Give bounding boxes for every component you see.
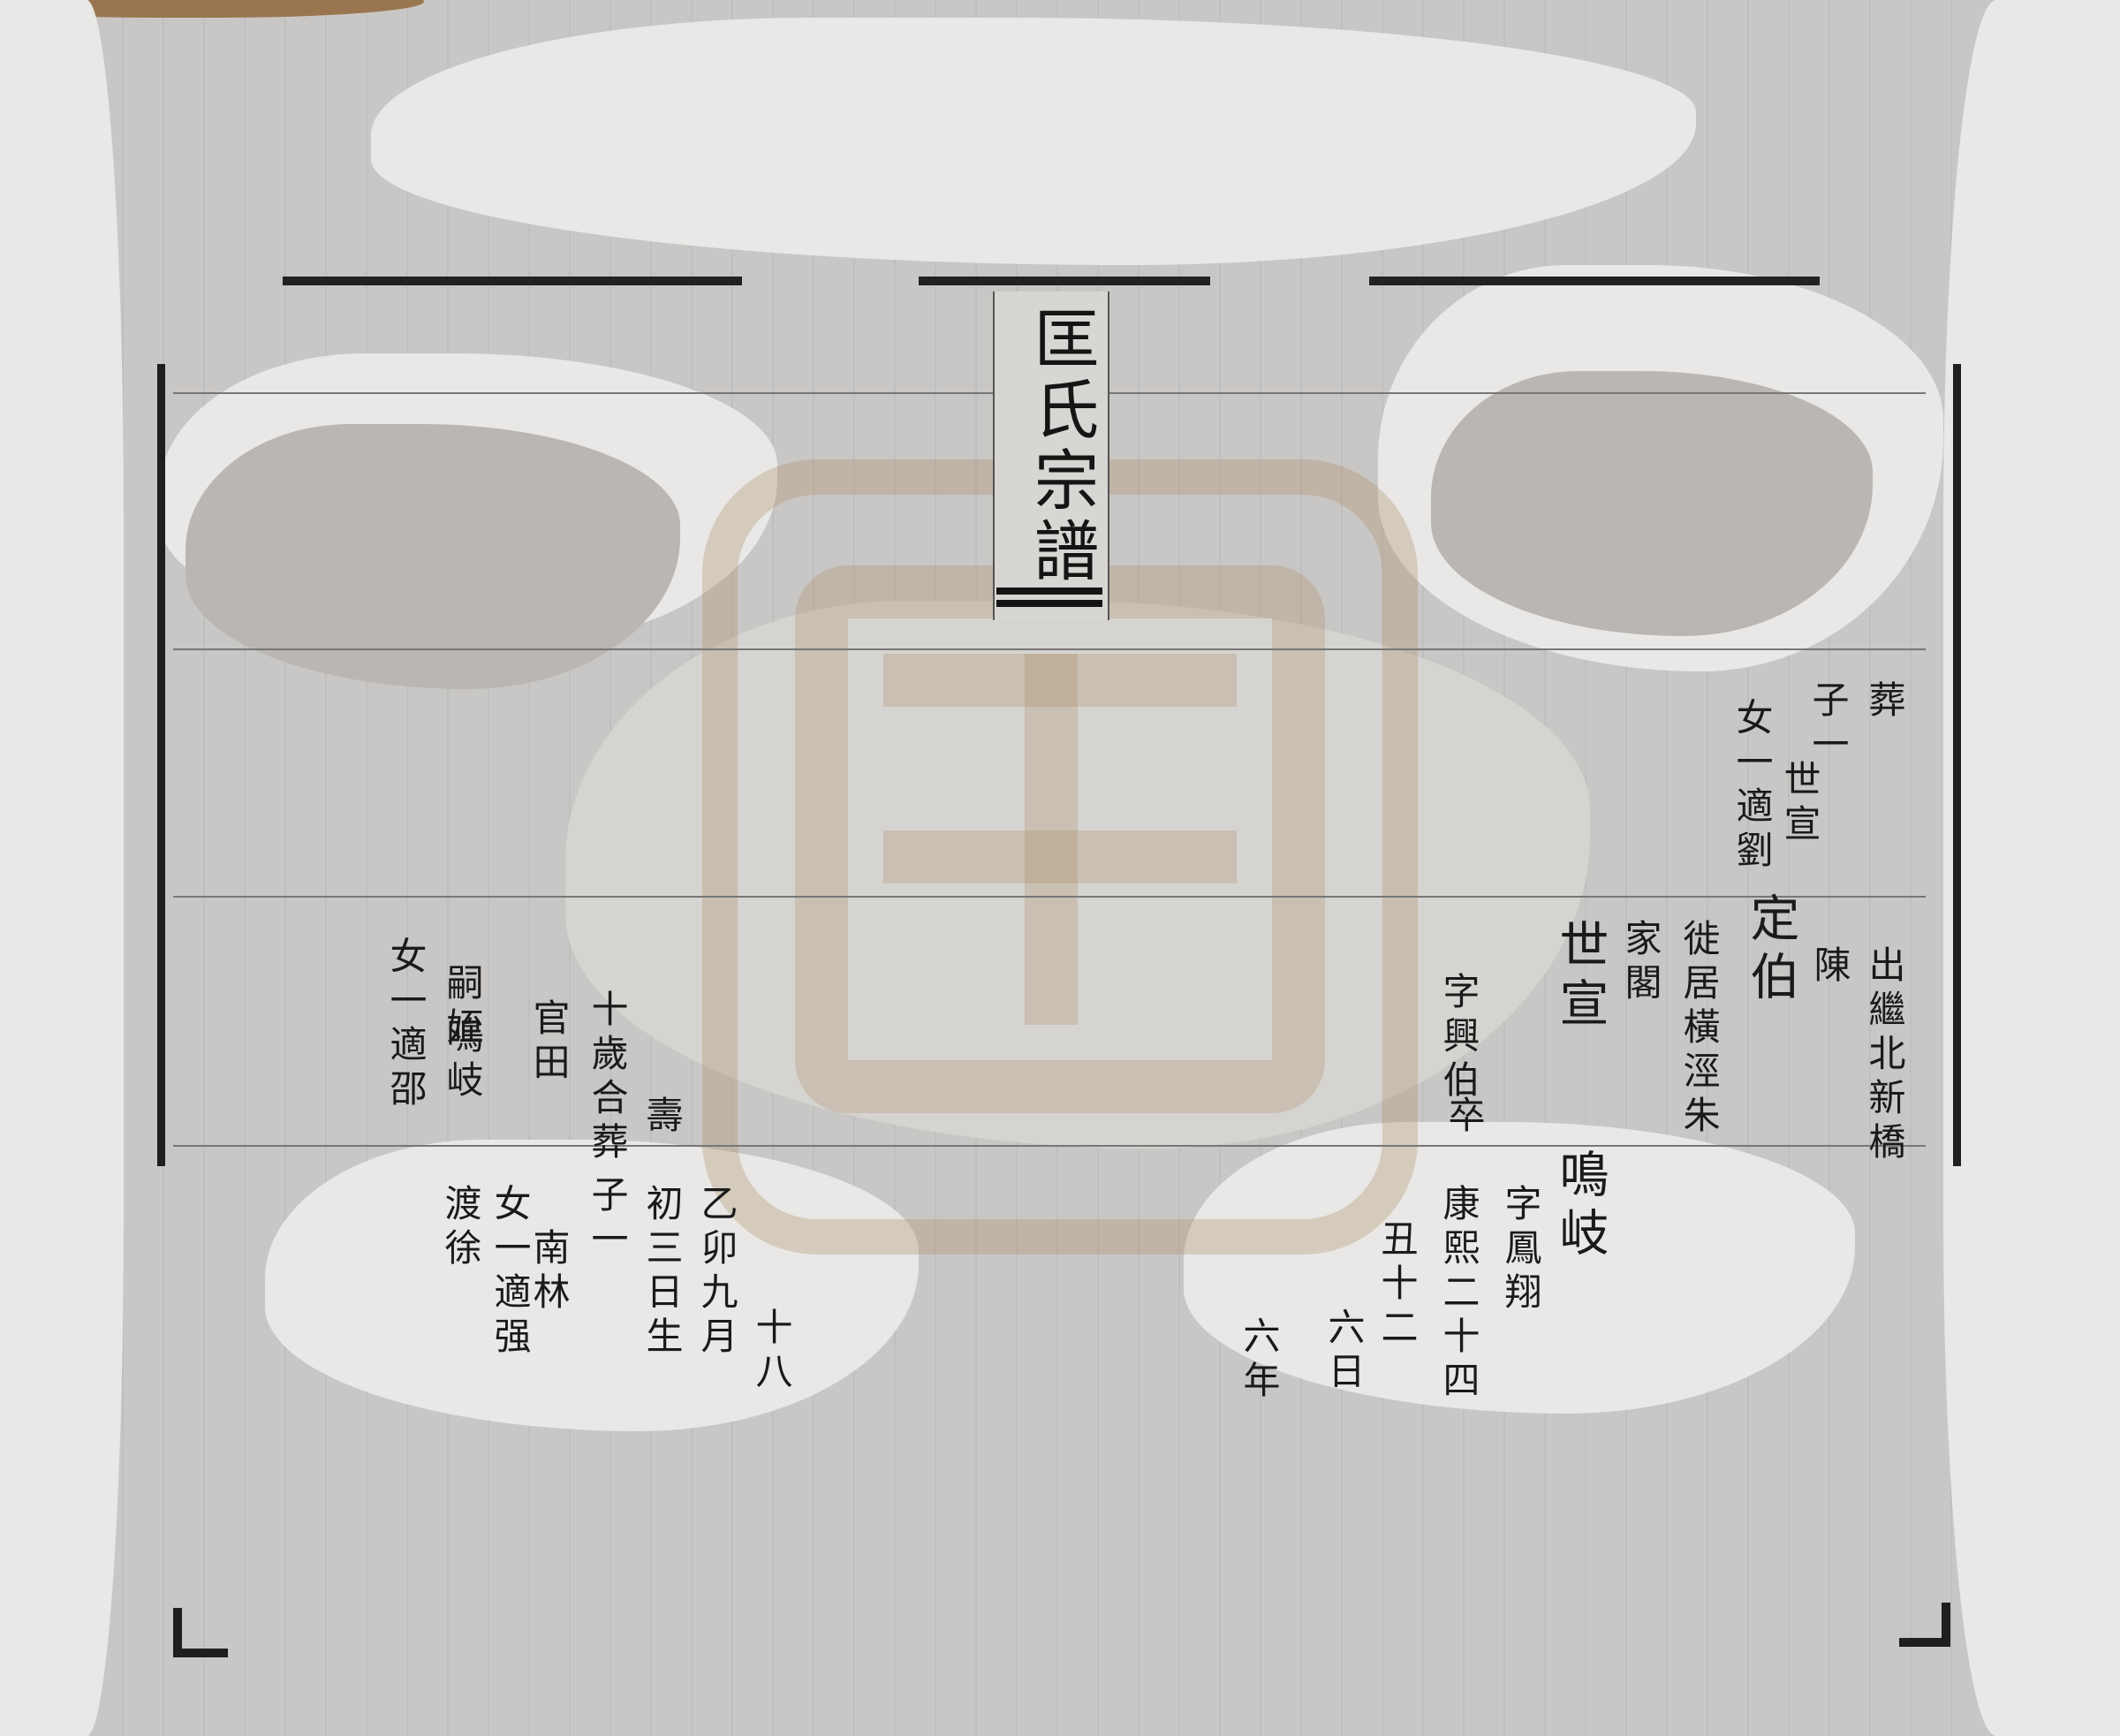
corner-mark — [1899, 1638, 1950, 1647]
seal-watermark — [702, 459, 1418, 1255]
text-column: 世宣 — [1551, 919, 1609, 1035]
text-column: 陳 — [1808, 945, 1851, 989]
text-column: 初三日生 — [640, 1184, 684, 1361]
register-line — [173, 896, 1926, 898]
frame-top-border — [283, 277, 742, 285]
text-column: 渡徐 — [439, 1184, 482, 1272]
text-column: 十歲合葬 — [586, 989, 629, 1166]
text-column: 徙居橫涇朱 — [1677, 919, 1721, 1140]
text-column: 卒 — [1442, 1095, 1486, 1140]
text-column: 出繼北新橋 — [1863, 945, 1906, 1166]
text-column: 鳴岐 — [1551, 1148, 1609, 1265]
book-title: 匡氏宗譜 — [1023, 305, 1099, 588]
text-column: 家閣 — [1619, 919, 1662, 1007]
text-column: 定伯 — [1742, 892, 1799, 1009]
corner-mark — [1942, 1603, 1950, 1643]
paper-tear — [0, 0, 124, 1736]
text-column: 女一適强 — [488, 1184, 532, 1361]
corner-mark — [173, 1649, 228, 1657]
corner-mark — [173, 1608, 182, 1649]
paper-tear — [1943, 0, 2120, 1736]
text-column: 字興伯 — [1437, 972, 1480, 1104]
paper-stain — [0, 0, 424, 18]
spine-strip — [993, 292, 1109, 620]
text-column: 六年 — [1238, 1316, 1281, 1405]
text-column: 十八 — [750, 1308, 793, 1396]
text-column: 字鳳翔 — [1499, 1184, 1542, 1316]
register-line — [173, 648, 1926, 650]
frame-top-border — [919, 277, 1210, 285]
text-column: 世宣 — [1778, 760, 1821, 848]
register-line — [173, 1145, 1926, 1147]
text-column: 丑十二 — [1375, 1219, 1419, 1352]
text-column: 乙卯九月 — [695, 1184, 738, 1361]
text-column: 南林 — [527, 1228, 571, 1316]
frame-top-border — [1369, 277, 1820, 285]
paper-tear — [565, 601, 1590, 1148]
text-column: 康熙二十四 — [1437, 1184, 1480, 1405]
text-column: 適邵 — [384, 1025, 428, 1113]
fishtail-mark — [996, 588, 1102, 623]
text-column: 官田 — [527, 998, 571, 1087]
text-column: 子一 — [586, 1175, 629, 1263]
text-column: 子一 — [1806, 680, 1850, 769]
paper-tear — [186, 424, 680, 689]
seal-stroke — [883, 654, 1237, 707]
paper-tear — [1184, 1122, 1855, 1414]
text-column: 葬 — [1863, 680, 1906, 724]
seal-stroke — [883, 830, 1237, 883]
seal-stroke — [1025, 654, 1078, 1025]
text-column: 女一適劉 — [1730, 698, 1774, 875]
text-column: 鳴岐 — [441, 1016, 484, 1104]
text-column: 六日 — [1322, 1308, 1366, 1396]
page-frame — [157, 364, 1961, 1166]
text-column: 女一 — [384, 936, 428, 1025]
text-column: 嗣姪 — [441, 963, 484, 1051]
paper-tear — [1431, 371, 1873, 636]
text-column: 壽 — [640, 1095, 684, 1140]
paper-tear — [371, 18, 1696, 265]
